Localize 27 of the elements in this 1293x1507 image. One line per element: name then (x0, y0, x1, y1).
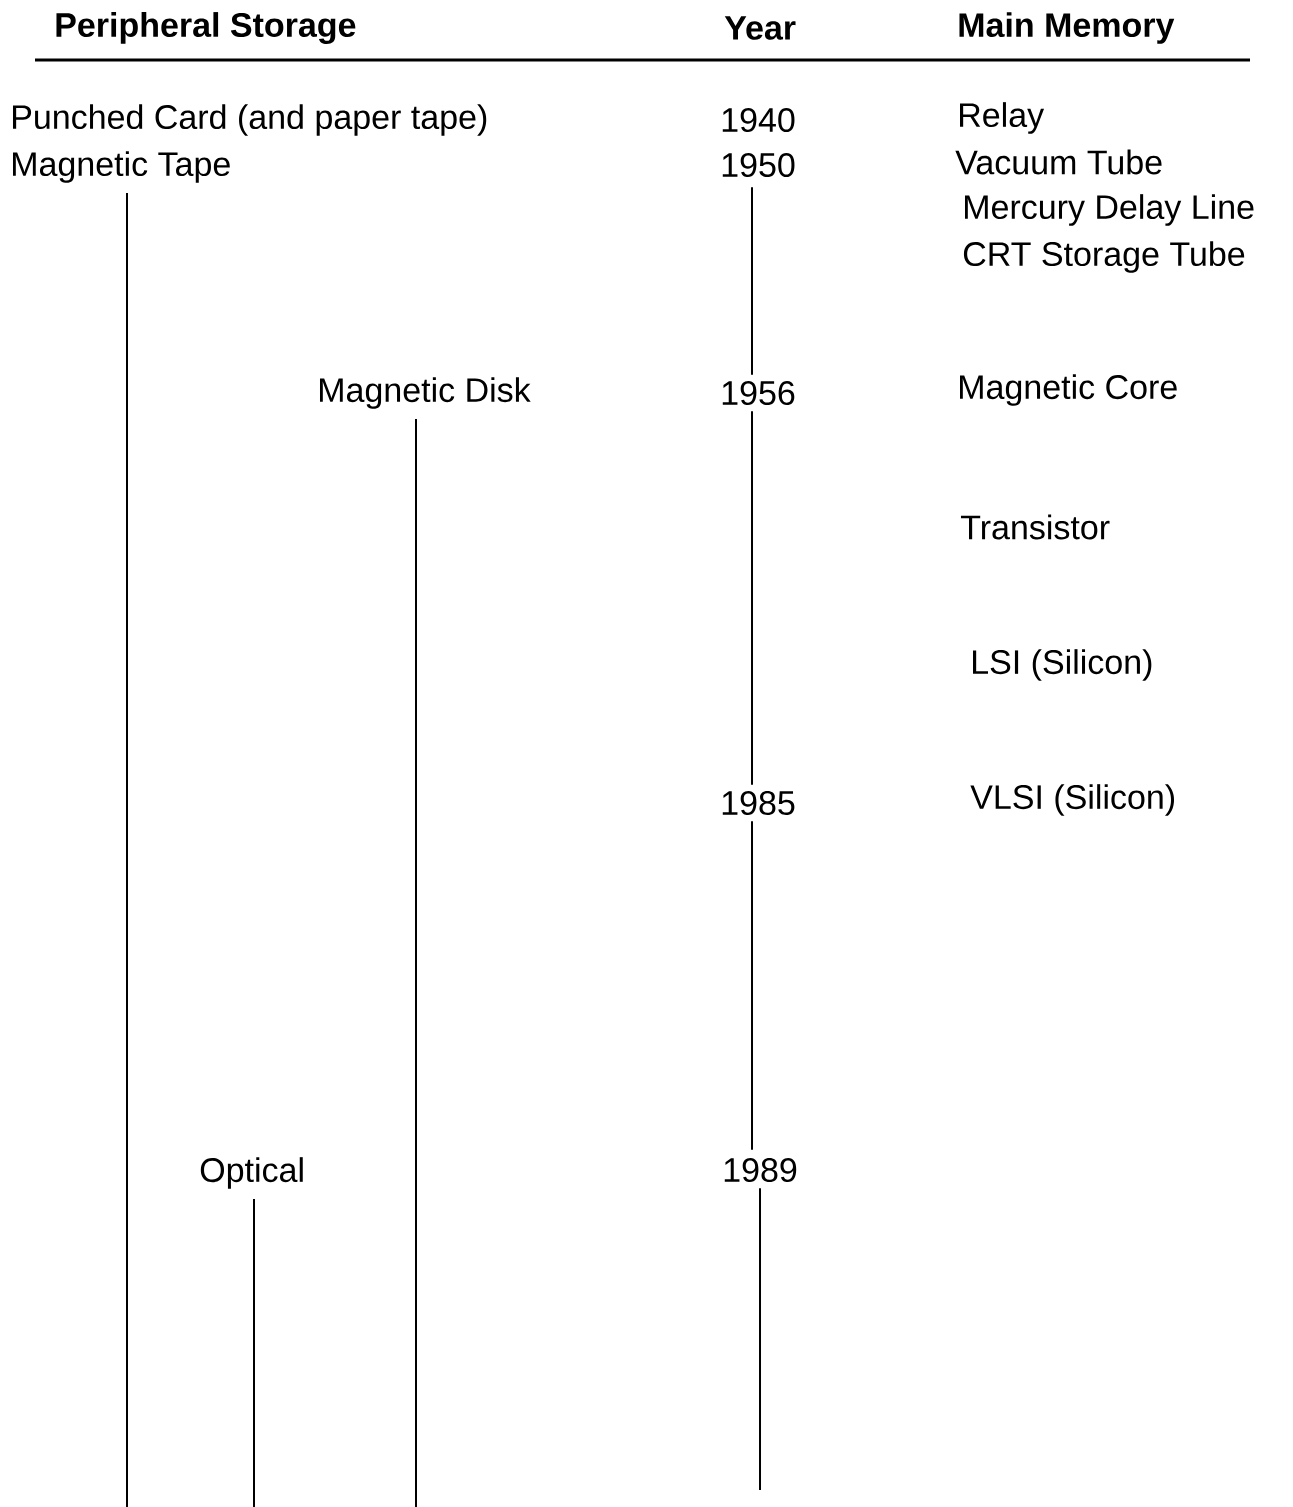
timeline-label: CRT Storage Tube (963, 241, 1245, 273)
timeline-label: LSI (Silicon) (973, 649, 1152, 681)
timeline-label: Punched Card (and paper tape) (13, 104, 487, 136)
timeline-line (415, 418, 417, 1507)
timeline-label: 1956 (722, 380, 795, 406)
timeline-label: Magnetic Disk (320, 377, 531, 409)
timeline-label: Transistor (961, 514, 1110, 540)
timeline-line (751, 186, 753, 376)
column-header: Main Memory (959, 12, 1175, 44)
timeline-line (751, 820, 753, 1151)
column-header: Year (724, 16, 796, 40)
timeline-label: Mercury Delay Line (965, 194, 1254, 226)
timeline-line (751, 410, 753, 786)
column-header: Peripheral Storage (56, 12, 356, 44)
timeline-label: VLSI (Silicon) (970, 784, 1174, 816)
timeline-label: Optical (200, 1157, 303, 1189)
timeline-line (759, 1187, 761, 1491)
timeline-label: Magnetic Tape (13, 151, 230, 183)
year-label: 1940 (722, 107, 795, 133)
timeline-label: 1989 (724, 1157, 797, 1183)
timeline-label: Vacuum Tube (955, 149, 1162, 175)
timeline-line (253, 1198, 255, 1507)
timeline-line (126, 192, 128, 1507)
timeline-label: 1950 (722, 152, 795, 178)
timeline-label: Magnetic Core (960, 374, 1177, 406)
timeline-label: 1985 (722, 790, 795, 816)
timeline-label: Relay (960, 102, 1045, 134)
